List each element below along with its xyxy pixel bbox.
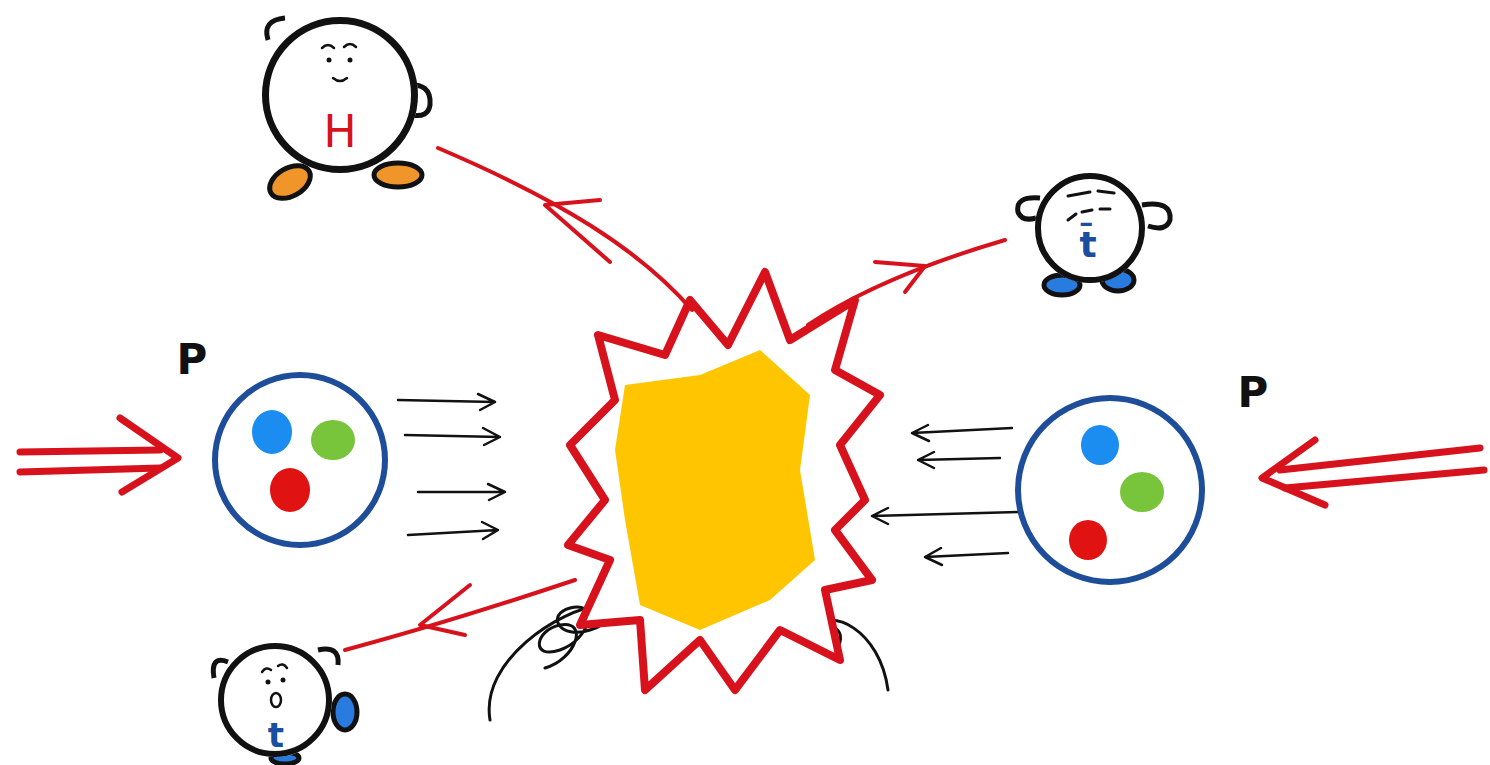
particle-symbol: H bbox=[323, 110, 356, 154]
particle-symbol: t bbox=[268, 718, 284, 752]
top-character bbox=[213, 643, 357, 764]
proton-circle: P bbox=[212, 372, 388, 548]
quark bbox=[252, 410, 1164, 560]
higgs-character bbox=[262, 17, 430, 205]
particle-circle: H bbox=[262, 17, 418, 173]
collision-burst bbox=[568, 272, 880, 690]
particle-symbol: t̄ bbox=[1079, 227, 1096, 263]
proton-circle: P bbox=[1015, 395, 1205, 585]
proton-label: P bbox=[1238, 372, 1269, 414]
circle-outline bbox=[1015, 395, 1205, 585]
proton-label: P bbox=[177, 339, 208, 381]
particle-circle: t bbox=[218, 643, 332, 757]
antitop-character bbox=[1018, 173, 1170, 295]
particle-circle: t̄ bbox=[1035, 173, 1145, 283]
product-arrow bbox=[345, 148, 1005, 650]
circle-outline bbox=[212, 372, 388, 548]
burst-fill bbox=[615, 350, 815, 630]
